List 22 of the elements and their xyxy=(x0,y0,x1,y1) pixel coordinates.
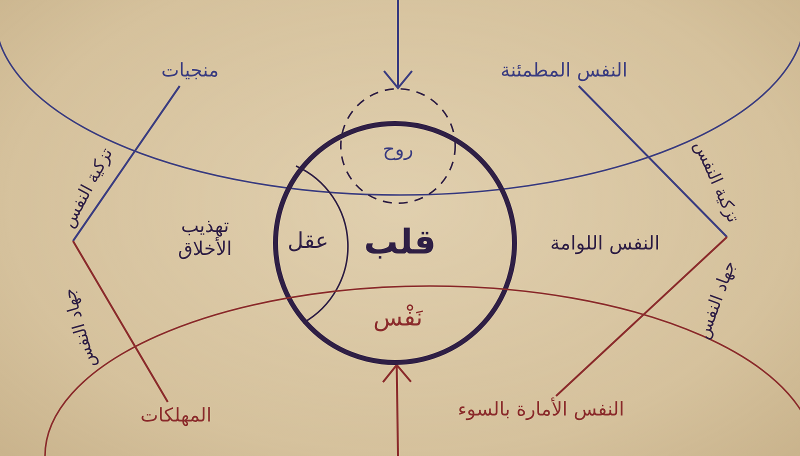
edge-label: جهاد النفس xyxy=(693,258,741,342)
edge-label: تزكية النفس xyxy=(58,144,118,232)
node-label: روح xyxy=(382,138,414,162)
node-label: النفس اللوامة xyxy=(550,232,660,256)
edge-label: تزكية النفس xyxy=(688,138,744,226)
connector-line xyxy=(72,85,180,242)
connector-line xyxy=(72,240,169,402)
soul-label: نَفْس xyxy=(373,304,423,332)
arrow xyxy=(383,0,413,89)
node-label: تهذيب الأخلاق xyxy=(177,215,233,261)
node-label: منجيات xyxy=(161,60,219,82)
arrow xyxy=(382,364,412,456)
dashed-circle xyxy=(340,88,456,204)
node-label: قلب xyxy=(364,222,436,264)
heart-circle xyxy=(273,121,517,365)
node-label: المهلكات xyxy=(140,404,212,428)
connector-line xyxy=(555,236,728,397)
node-label: النفس المطمئنة xyxy=(500,60,628,82)
edge-label: جهاد النفس xyxy=(58,286,102,370)
node-label: النفس الأمارة بالسوء xyxy=(458,398,624,422)
connector-line xyxy=(578,85,728,238)
node-label: عقل xyxy=(288,228,328,256)
